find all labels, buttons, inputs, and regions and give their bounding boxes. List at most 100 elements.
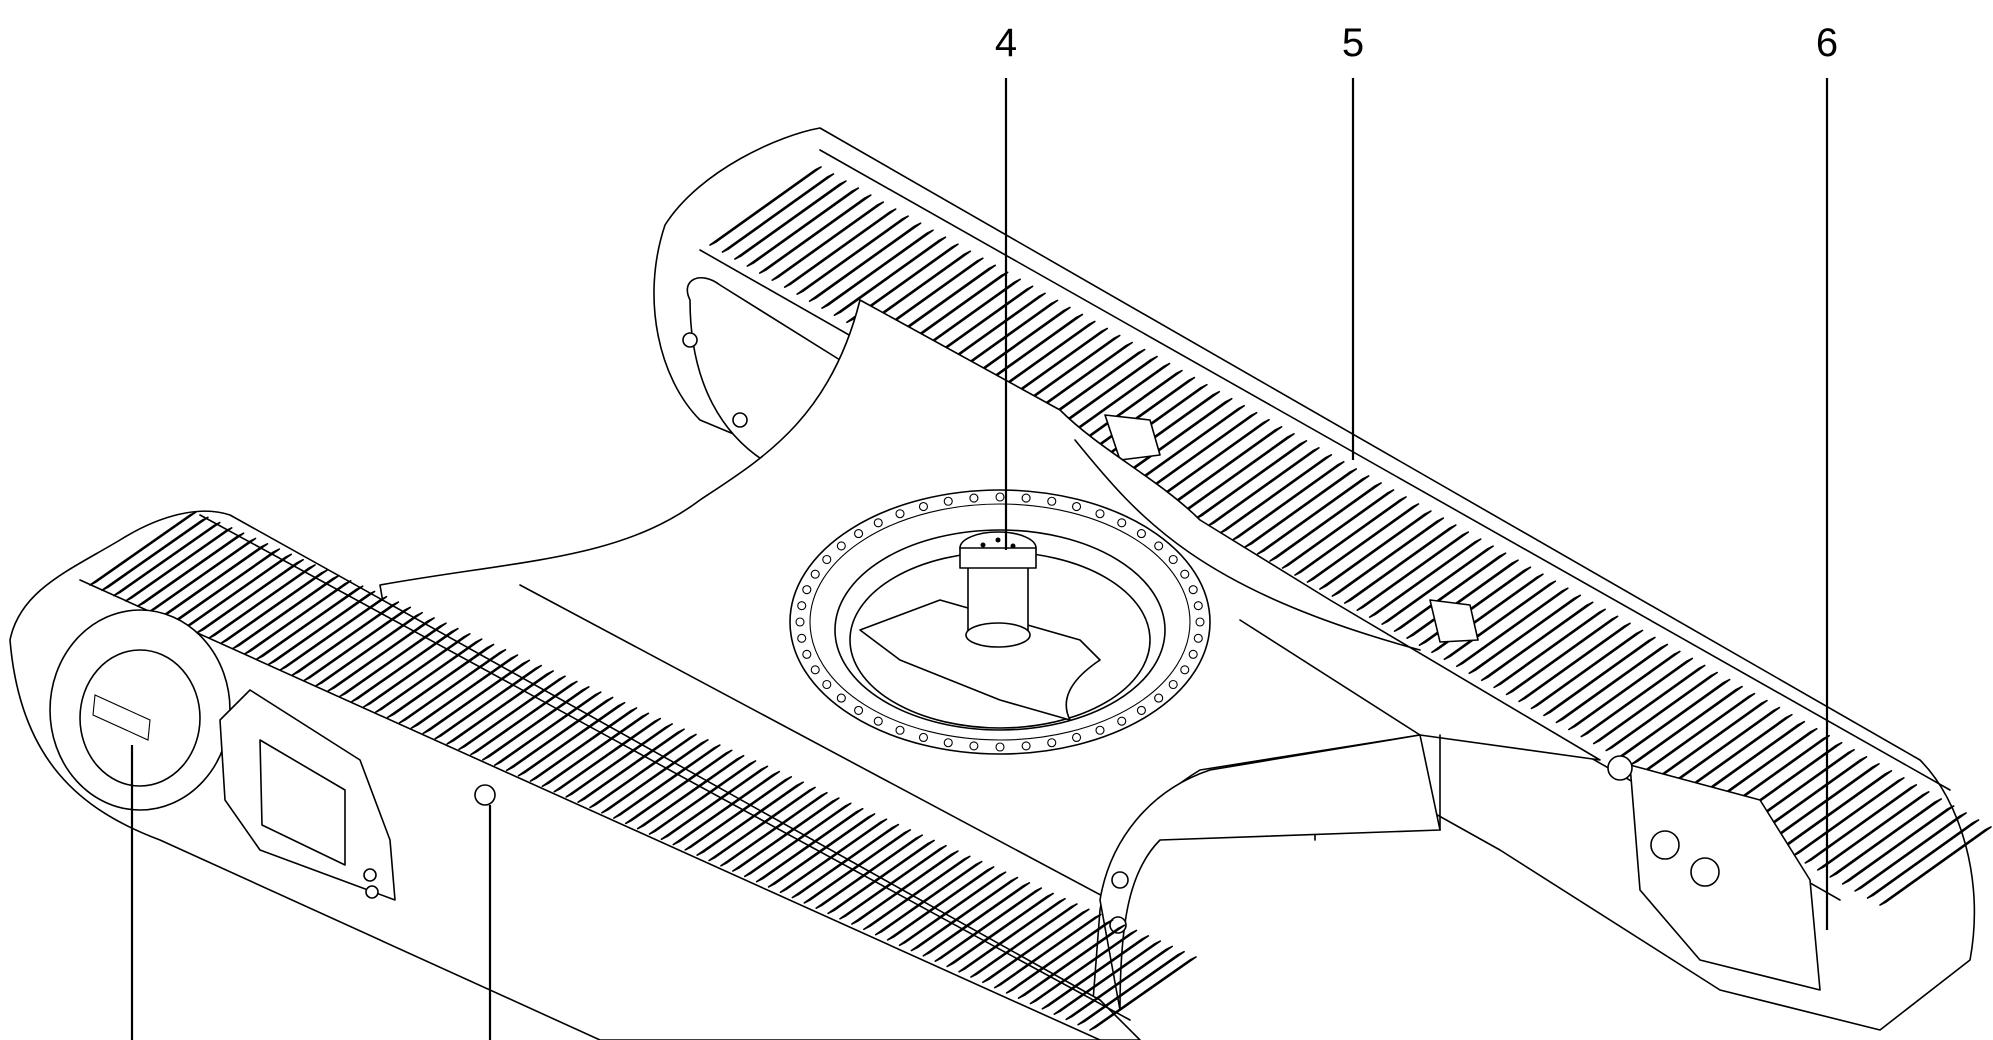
rear-track-shoe-88 (1804, 784, 1918, 864)
front-track-shoe-46 (636, 754, 745, 830)
ring-bolt-35 (969, 493, 979, 503)
rear-track-shoe-69 (1568, 650, 1681, 731)
rear-track-shoe-93 (1866, 819, 1980, 899)
front-track-shoe-78 (1017, 924, 1126, 1000)
front-track-shoe-57 (767, 813, 876, 888)
rear-track-shoe-42 (1231, 461, 1345, 541)
ring-bolt-13 (969, 741, 979, 751)
front-track-shoe-18 (303, 606, 412, 682)
front-track-shoe-79 (1029, 929, 1138, 1005)
front-track-shoe-52 (708, 786, 816, 862)
ring-bolt-27 (810, 569, 820, 579)
front-roller-bracket (474, 784, 496, 806)
front-track-shoe-68 (898, 871, 1007, 947)
front-track-shoe-81 (1053, 940, 1162, 1015)
rear-track-shoe-46 (1281, 489, 1395, 569)
front-track-shoe-42 (589, 733, 697, 809)
front-track-shoe-77 (1005, 919, 1114, 994)
rear-track-shoe-2 (734, 180, 847, 260)
ring-bolt-19 (836, 693, 846, 703)
rear-track-shoe-0 (709, 166, 822, 246)
ring-bolt-23 (797, 633, 807, 643)
ring-bolt-22 (802, 649, 812, 659)
rear-track-shoe-7 (796, 215, 909, 295)
ring-bolt-24 (795, 617, 805, 627)
ring-bolt-5 (1154, 693, 1164, 703)
front-track-shoe-27 (410, 654, 519, 729)
swing-ring-inner (834, 529, 1166, 731)
front-track-shoe-38 (541, 712, 650, 788)
front-track-shoe-48 (660, 765, 769, 841)
ring-bolt-14 (943, 738, 953, 748)
front-track-shoe-39 (553, 717, 662, 793)
front-frame-bolt-2 (365, 885, 379, 899)
front-track-shoe-15 (267, 590, 376, 666)
rear-track-shoe-91 (1841, 805, 1955, 885)
front-track-shoe-75 (982, 908, 1090, 984)
ring-bolt-3 (1180, 665, 1190, 675)
ring-bolt-42 (1136, 529, 1146, 539)
front-track-shoe-5 (148, 537, 257, 613)
front-track-shoe-41 (577, 728, 685, 804)
front-track-shoe-29 (434, 664, 543, 740)
car-body-ridge-1 (519, 584, 1111, 901)
front-track-shoe-44 (613, 744, 721, 819)
front-track (9, 510, 1197, 1040)
ring-bolt-36 (995, 492, 1005, 502)
front-track-shoe-30 (446, 670, 554, 745)
front-track-shoe-70 (922, 882, 1031, 957)
ring-bolt-43 (1154, 541, 1164, 551)
swing-ring (789, 489, 1211, 755)
front-track-shoe-19 (315, 611, 423, 687)
front-track-shoe-45 (624, 749, 733, 825)
front-track-shoes (89, 511, 1197, 1031)
rear-track-shoe-3 (746, 187, 860, 267)
rear-track-shoe-54 (1381, 545, 1494, 625)
ring-bolt-44 (1168, 554, 1178, 565)
rear-track-shoe-87 (1792, 777, 1905, 857)
rear-track-shoe-63 (1493, 608, 1606, 689)
front-track-shoe-80 (1041, 935, 1150, 1010)
front-track-shoe-49 (672, 770, 781, 846)
front-track-shoe-62 (827, 839, 935, 915)
front-track-shoe-31 (458, 675, 566, 751)
rear-track-shoe-39 (1194, 440, 1308, 520)
front-track-shoe-72 (946, 892, 1054, 968)
front-track-shoe-71 (934, 887, 1043, 962)
rear-track-shoe-49 (1319, 510, 1432, 590)
ring-bolt-21 (810, 665, 820, 675)
rear-track-shoe-45 (1269, 482, 1382, 562)
front-track-shoe-59 (791, 823, 900, 899)
front-track-shoe-20 (327, 617, 435, 692)
rear-track-shoe-48 (1306, 503, 1420, 583)
rotary-joint-port-3 (1010, 543, 1016, 549)
front-track-shoe-4 (136, 532, 245, 607)
front-track-shoe-24 (374, 638, 483, 713)
rear-track-shoe-8 (808, 222, 922, 302)
rear-track-shoe-68 (1555, 643, 1669, 724)
callout-4: 4 (995, 21, 1017, 65)
front-track-shoe-82 (1065, 945, 1173, 1021)
callouts: 4 5 6 (995, 21, 1838, 65)
rotary-joint (959, 531, 1037, 648)
rear-track-shoe-40 (1207, 447, 1320, 527)
rear-track-shoe-60 (1456, 587, 1569, 668)
front-track-shoe-12 (232, 574, 340, 650)
front-track-shoe-17 (291, 601, 400, 676)
ring-bolt-8 (1095, 725, 1105, 735)
ring-bolt-28 (822, 554, 832, 565)
front-track-shoe-32 (470, 680, 578, 756)
front-track-shoe-25 (386, 643, 495, 719)
front-track-shoe-74 (970, 903, 1078, 978)
front-frame-bolt-1 (363, 868, 377, 882)
rear-idler-bolt-2 (732, 412, 748, 428)
ring-bolt-1 (1193, 633, 1203, 643)
front-track-shoe-55 (743, 802, 852, 878)
front-track-shoe-69 (910, 876, 1019, 952)
front-side-frame-slot (259, 739, 346, 866)
ring-bolt-6 (1136, 705, 1146, 715)
rear-bracket-2 (1429, 599, 1479, 643)
ring-bolt-47 (1193, 601, 1203, 611)
front-track-shoe-66 (874, 860, 983, 936)
rear-track-shoe-5 (771, 201, 885, 281)
